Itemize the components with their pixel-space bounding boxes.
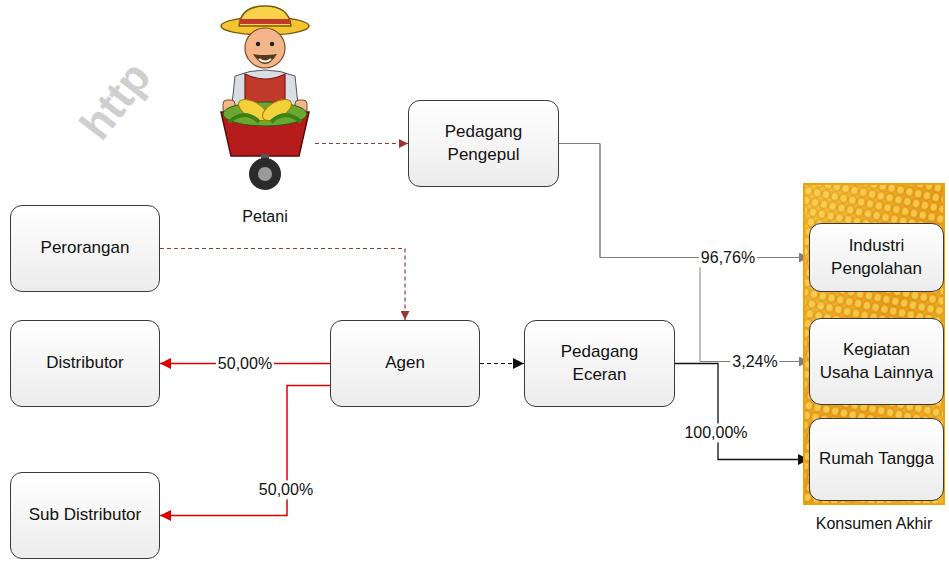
share-label: 3,24% xyxy=(730,352,779,371)
band-heading: Konsumen Akhir xyxy=(795,513,949,535)
consumer-box: Industri Pengolahan xyxy=(809,223,944,292)
share-label: 96,76% xyxy=(699,248,757,267)
flow-connector xyxy=(675,364,809,460)
flow-connector xyxy=(160,386,330,516)
flow-connector xyxy=(160,249,405,321)
process-box: Pedagang Eceran xyxy=(524,320,675,407)
consumer-band: Konsumen AkhirIndustri PengolahanKegiata… xyxy=(803,183,945,505)
flow-connector xyxy=(480,363,524,364)
watermark-text: http xyxy=(70,53,161,149)
node-text: Sub Distributor xyxy=(29,504,141,526)
process-box: Perorangan xyxy=(10,205,160,292)
node-text: Pedagang Eceran xyxy=(533,341,666,386)
process-box: Distributor xyxy=(10,320,160,407)
process-box: Agen xyxy=(330,320,480,407)
flow-connector xyxy=(315,143,408,144)
node-text: Kegiatan Usaha Lainnya xyxy=(818,339,935,384)
farmer-figure: Petani xyxy=(215,4,315,226)
node-text: Distributor xyxy=(46,352,123,374)
node-text: Pedagang Pengepul xyxy=(417,121,550,166)
node-text: Industri Pengolahan xyxy=(818,235,935,280)
node-text: Perorangan xyxy=(41,237,130,259)
node-text: Agen xyxy=(385,352,425,374)
node-text: Rumah Tangga xyxy=(819,448,934,470)
share-label: 100,00% xyxy=(682,423,749,442)
process-box: Sub Distributor xyxy=(10,472,160,559)
flow-connector xyxy=(559,144,809,258)
farmer-illustration xyxy=(215,4,315,194)
figure-caption: Petani xyxy=(215,208,315,226)
consumer-box: Kegiatan Usaha Lainnya xyxy=(809,318,944,405)
share-label: 50,00% xyxy=(257,480,315,499)
consumer-box: Rumah Tangga xyxy=(809,418,944,501)
process-box: Pedagang Pengepul xyxy=(408,100,559,187)
share-label: 50,00% xyxy=(216,354,274,373)
